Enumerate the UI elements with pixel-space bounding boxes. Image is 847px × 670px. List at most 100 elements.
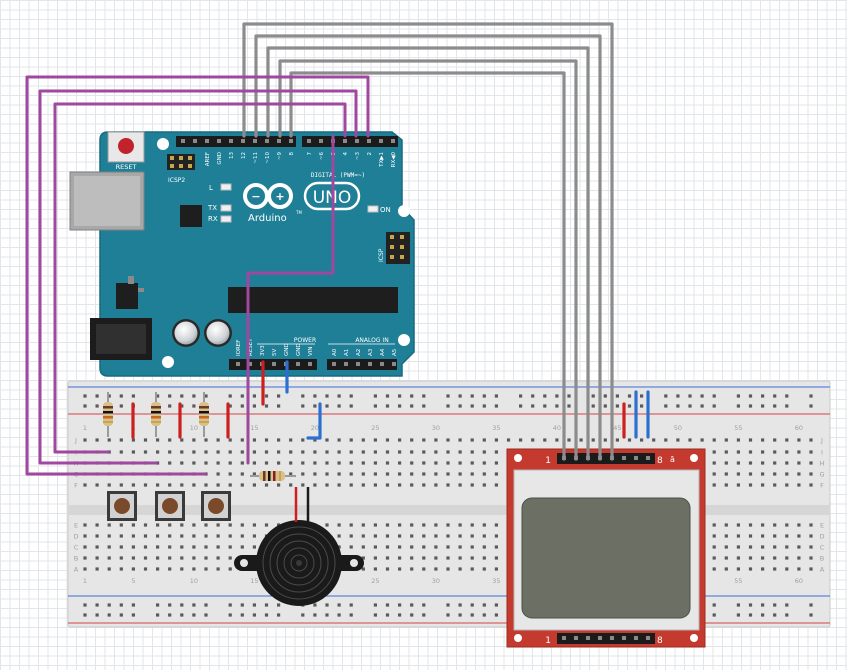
- breadboard-hole: [337, 461, 341, 465]
- breadboard-hole: [482, 472, 486, 476]
- breadboard-hole: [640, 438, 644, 442]
- breadboard-hole: [240, 534, 244, 538]
- breadboard-hole: [228, 461, 232, 465]
- header-pin: [272, 362, 276, 366]
- breadboard-hole: [736, 450, 740, 454]
- breadboard-hole: [446, 567, 450, 571]
- breadboard-hole: [398, 472, 402, 476]
- breadboard-hole: [724, 472, 728, 476]
- breadboard-hole: [252, 450, 256, 454]
- breadboard-hole: [748, 534, 753, 538]
- breadboard-hole: [761, 472, 765, 476]
- lcd-bit-label: ā: [670, 455, 675, 464]
- push-button[interactable]: [107, 491, 137, 521]
- breadboard-hole: [494, 483, 498, 487]
- breadboard-hole: [361, 438, 365, 442]
- analog-pin-label: A0: [332, 348, 338, 356]
- breadboard-hole: [773, 567, 777, 571]
- breadboard-hole: [131, 523, 135, 527]
- reset-button-cap[interactable]: [118, 138, 134, 154]
- push-button[interactable]: [155, 491, 185, 521]
- breadboard-hole: [337, 534, 341, 538]
- lcd-pin: [586, 636, 590, 640]
- breadboard-hole: [156, 461, 160, 465]
- rail-hole: [325, 613, 329, 617]
- breadboard-hole: [422, 545, 426, 549]
- breadboard-hole: [458, 450, 462, 454]
- rail-hole: [277, 613, 281, 617]
- breadboard-hole: [494, 438, 498, 442]
- header-pin: [205, 139, 209, 143]
- breadboard-hole: [143, 545, 148, 549]
- breadboard-hole: [143, 483, 148, 487]
- breadboard-hole: [277, 523, 281, 527]
- rail-hole: [252, 603, 256, 607]
- breadboard-hole: [180, 483, 184, 487]
- breadboard-hole: [736, 472, 740, 476]
- breadboard-hole: [410, 450, 414, 454]
- rail-hole: [761, 394, 765, 398]
- rail-hole: [712, 603, 716, 607]
- breadboard-hole: [712, 438, 716, 442]
- breadboard-hole: [204, 461, 208, 465]
- breadboard-hole: [264, 483, 269, 487]
- breadboard-hole: [736, 483, 740, 487]
- breadboard-hole: [482, 545, 486, 549]
- rail-hole: [156, 603, 160, 607]
- push-button[interactable]: [201, 491, 231, 521]
- rail-hole: [446, 603, 450, 607]
- led-l-label: L: [209, 184, 213, 192]
- breadboard-hole: [398, 483, 402, 487]
- breadboard-hole: [434, 461, 438, 465]
- row-letter: D: [73, 533, 78, 541]
- breadboard-hole: [410, 556, 414, 560]
- rail-hole: [168, 613, 172, 617]
- rail-hole: [240, 603, 244, 607]
- breadboard-hole: [361, 534, 365, 538]
- breadboard-hole: [216, 567, 220, 571]
- column-number: 55: [734, 424, 742, 432]
- breadboard-hole: [168, 461, 172, 465]
- breadboard-hole: [446, 523, 450, 527]
- breadboard-hole: [458, 545, 462, 549]
- row-letter: A: [74, 566, 79, 574]
- breadboard-hole: [809, 450, 813, 454]
- breadboard-hole: [119, 523, 123, 527]
- breadboard-hole: [458, 556, 462, 560]
- rail-hole: [543, 394, 547, 398]
- rail-hole: [301, 404, 305, 408]
- header-pin: [332, 362, 336, 366]
- breadboard-hole: [748, 438, 753, 442]
- breadboard-hole: [228, 523, 232, 527]
- rail-hole: [736, 613, 740, 617]
- breadboard-hole: [289, 461, 293, 465]
- breadboard-hole: [131, 483, 135, 487]
- breadboard-hole: [773, 523, 777, 527]
- digital-pin-label: 8: [289, 152, 295, 156]
- breadboard-hole: [724, 461, 728, 465]
- breadboard-hole: [506, 438, 511, 442]
- row-letter: I: [821, 449, 823, 457]
- breadboard-hole: [143, 534, 148, 538]
- rail-hole: [410, 613, 414, 617]
- breadboard-hole: [446, 472, 450, 476]
- breadboard-hole: [361, 472, 365, 476]
- rail-hole: [107, 613, 111, 617]
- column-number: 35: [492, 577, 500, 585]
- breadboard-hole: [446, 483, 450, 487]
- breadboard-hole: [228, 556, 232, 560]
- breadboard-hole: [289, 483, 293, 487]
- breadboard-hole: [361, 523, 365, 527]
- breadboard-hole: [652, 438, 656, 442]
- breadboard-hole: [446, 461, 450, 465]
- breadboard-hole: [349, 483, 353, 487]
- breadboard-hole: [240, 523, 244, 527]
- breadboard-hole: [748, 523, 753, 527]
- rail-hole: [809, 404, 813, 408]
- rail-hole: [591, 394, 595, 398]
- led-on: [367, 205, 379, 213]
- breadboard-hole: [470, 461, 474, 465]
- header-pin: [367, 139, 371, 143]
- rail-hole: [543, 404, 547, 408]
- breadboard-hole: [240, 545, 244, 549]
